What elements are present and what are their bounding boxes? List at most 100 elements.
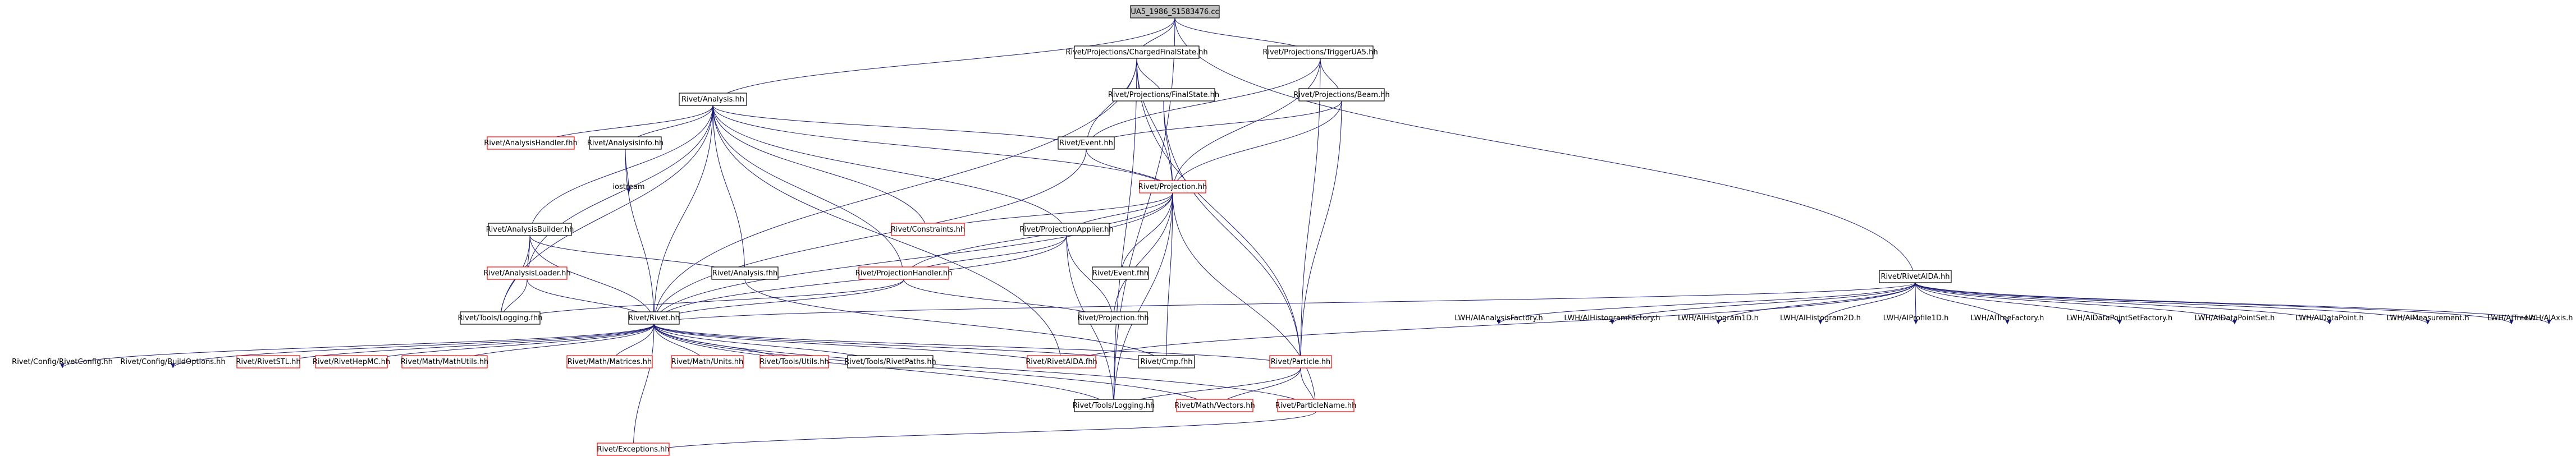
node-constraints[interactable]: Rivet/Constraints.hh [891, 223, 966, 236]
node-label: LWH/AIDataPoint.h [2295, 314, 2363, 323]
node-label: LWH/AIProfile1D.h [1883, 314, 1949, 323]
node-label: Rivet/Projections/Beam.hh [1293, 91, 1389, 99]
node-box [679, 93, 747, 106]
edge-projection-to-cmp [1164, 192, 1173, 369]
edge-builder-to-rivet [529, 235, 656, 325]
edge-finalstate-to-particle [1163, 100, 1303, 369]
node-aidafhh[interactable]: Rivet/RivetAIDA.fhh [1026, 355, 1097, 369]
edge-analysis-to-constraints [712, 105, 930, 236]
node-box [628, 311, 680, 325]
node-box [1879, 270, 1952, 283]
edge-analysis-to-loader [525, 105, 713, 280]
node-label: LWH/AIDataPointSetFactory.h [2067, 314, 2172, 323]
node-beam[interactable]: Rivet/Projections/Beam.hh [1293, 88, 1390, 102]
node-box [1074, 399, 1154, 412]
edge-aidahh-to-l3 [1716, 282, 1916, 325]
node-projfhh[interactable]: Rivet/Projection.fhh [1077, 311, 1149, 325]
node-charged[interactable]: Rivet/Projections/ChargedFinalState.hh [1065, 45, 1208, 59]
node-eventfhh[interactable]: Rivet/Event.fhh [1092, 266, 1149, 280]
node-box [1139, 180, 1206, 194]
node-label: Rivet/Tools/Logging.fhh [458, 314, 543, 323]
node-label: Rivet/Config/BuildOptions.hh [120, 358, 225, 366]
edge-analysis-to-aidafhh [712, 105, 1064, 369]
node-aidahh[interactable]: Rivet/RivetAIDA.hh [1879, 270, 1952, 283]
node-box [759, 355, 829, 369]
node-label: Rivet/ParticleName.hh [1275, 402, 1357, 410]
node-root[interactable]: UA5_1986_S1583476.cc [1130, 5, 1220, 19]
node-box [1074, 45, 1200, 59]
node-box [1277, 399, 1355, 412]
edge-projhandler-to-loggingfhh [498, 279, 904, 325]
edge-aidahh-to-l9 [1915, 282, 2332, 325]
node-analysisfhh[interactable]: Rivet/Analysis.fhh [711, 266, 779, 280]
node-projhandler[interactable]: Rivet/ProjectionHandler.hh [855, 266, 953, 280]
node-l7: LWH/AIDataPointSetFactory.h [2067, 314, 2172, 323]
edge-trigger-to-projection [1170, 58, 1321, 194]
node-matrices[interactable]: Rivet/Math/Matrices.hh [566, 355, 653, 369]
node-trigger[interactable]: Rivet/Projections/TriggerUA5.hh [1262, 45, 1378, 59]
node-label: UA5_1986_S1583476.cc [1131, 8, 1219, 16]
edge-projection-to-projfhh [1111, 192, 1173, 325]
node-layer: UA5_1986_S1583476.ccRivet/Projections/Ch… [12, 5, 2573, 456]
node-box [891, 223, 965, 236]
edge-analysis-to-projhandler [712, 105, 906, 280]
node-vectors[interactable]: Rivet/Math/Vectors.hh [1174, 399, 1255, 412]
node-label: LWH/AIAxis.h [2525, 314, 2573, 323]
edge-charged-to-particle [1136, 58, 1303, 369]
node-particlename[interactable]: Rivet/ParticleName.hh [1275, 399, 1357, 412]
edge-analysis-to-event [712, 105, 1088, 150]
node-logging[interactable]: Rivet/Tools/Logging.hh [1073, 399, 1155, 412]
node-label: Rivet/ProjectionHandler.hh [855, 269, 953, 278]
node-applier[interactable]: Rivet/ProjectionApplier.hh [1019, 223, 1114, 236]
node-hepmc[interactable]: Rivet/RivetHepMC.hh [313, 355, 390, 369]
edge-rivet-to-cmp [653, 324, 1169, 369]
node-label: Rivet/Rivet.hh [628, 314, 680, 323]
node-loader[interactable]: Rivet/AnalysisLoader.hh [483, 266, 571, 280]
node-label: Rivet/Particle.hh [1271, 358, 1330, 366]
edge-aidahh-to-l4 [1818, 282, 1916, 325]
node-box [488, 223, 572, 236]
edge-info-to-rivet [625, 149, 656, 325]
edge-rivet-to-rivetconfig [60, 324, 655, 369]
node-mathutils[interactable]: Rivet/Math/MathUtils.hh [401, 355, 488, 369]
edge-beam-to-particle [1298, 100, 1342, 369]
node-builder[interactable]: Rivet/AnalysisBuilder.hh [486, 223, 574, 236]
node-l6: LWH/AITreeFactory.h [1971, 314, 2044, 323]
node-rivetstl[interactable]: Rivet/RivetSTL.hh [236, 355, 301, 369]
node-info[interactable]: Rivet/AnalysisInfo.hh [587, 136, 664, 150]
edge-aidahh-to-l1 [1497, 282, 1916, 325]
node-finalstate[interactable]: Rivet/Projections/FinalState.hh [1108, 88, 1219, 102]
node-box [1176, 399, 1253, 412]
node-units[interactable]: Rivet/Math/Units.hh [671, 355, 744, 369]
node-label: Rivet/Analysis.fhh [712, 269, 778, 278]
edge-root-to-aidahh [1174, 17, 1918, 283]
node-label: Rivet/Event.fhh [1092, 269, 1149, 278]
edge-root-to-logging [1111, 17, 1175, 412]
node-exceptions[interactable]: Rivet/Exceptions.hh [597, 443, 670, 456]
node-event[interactable]: Rivet/Event.hh [1058, 136, 1115, 150]
edge-analysis-to-analysisfhh [712, 105, 747, 280]
edge-trigger-to-event [1084, 58, 1321, 150]
edge-aidahh-to-rivet [652, 282, 1916, 325]
edge-beam-to-event [1084, 100, 1342, 150]
node-particle[interactable]: Rivet/Particle.hh [1269, 355, 1332, 369]
node-l2: LWH/AIHistogramFactory.h [1564, 314, 1660, 323]
node-cmp[interactable]: Rivet/Cmp.fhh [1138, 355, 1195, 369]
edge-applier-to-projfhh [1066, 235, 1115, 325]
edge-charged-to-rivet [652, 58, 1137, 325]
node-loggingfhh[interactable]: Rivet/Tools/Logging.fhh [458, 311, 543, 325]
edge-aidahh-to-l10 [1915, 282, 2430, 325]
node-handlerfhh[interactable]: Rivet/AnalysisHandler.fhh [484, 136, 578, 150]
node-l3: LWH/AIHistogram1D.h [1678, 314, 1759, 323]
edge-rivet-to-particlename [653, 324, 1318, 412]
node-projection[interactable]: Rivet/Projection.hh [1138, 180, 1207, 194]
node-analysis[interactable]: Rivet/Analysis.hh [679, 93, 747, 106]
edge-charged-to-projection [1136, 58, 1175, 194]
node-paths[interactable]: Rivet/Tools/RivetPaths.hh [844, 355, 936, 369]
edge-aidahh-to-l6 [1915, 282, 2010, 325]
node-utils[interactable]: Rivet/Tools/Utils.hh [759, 355, 829, 369]
edge-trigger-to-particle [1298, 58, 1321, 369]
node-box [847, 355, 934, 369]
node-rivet[interactable]: Rivet/Rivet.hh [628, 311, 680, 325]
node-label: Rivet/ProjectionApplier.hh [1019, 225, 1113, 234]
